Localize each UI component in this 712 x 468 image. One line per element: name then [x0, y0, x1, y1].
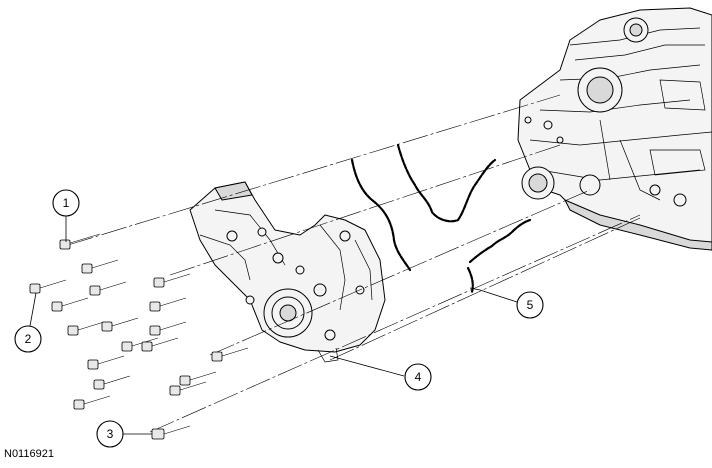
callout-2: 2: [14, 325, 42, 353]
callout-1-number: 1: [63, 196, 70, 210]
callout-leader-lines: [29, 216, 518, 435]
engine-block-illustration: [517, 7, 712, 251]
bolt: [73, 395, 111, 410]
bolt: [89, 281, 127, 296]
callout-4-number: 4: [415, 370, 422, 384]
callout-3-number: 3: [107, 427, 114, 441]
bolt: [87, 355, 125, 370]
bolt: [179, 371, 217, 386]
bolt: [29, 279, 67, 294]
bolt: [67, 321, 105, 336]
bolt: [169, 381, 207, 396]
bolt: [101, 317, 139, 332]
bolt: [149, 321, 187, 336]
bolt: [141, 337, 179, 352]
callout-2-number: 2: [25, 332, 32, 346]
callout-1: 1: [52, 189, 80, 217]
bolt: [149, 297, 187, 312]
bolt: [81, 259, 119, 274]
bolt: [151, 425, 191, 440]
bolt: [153, 273, 191, 288]
alignment-lines: [67, 94, 641, 433]
callout-3: 3: [96, 420, 124, 448]
callout-4: 4: [404, 363, 432, 391]
bolt: [59, 233, 101, 250]
bolt: [211, 347, 249, 362]
bolt: [51, 297, 89, 312]
front-cover-gaskets: [350, 143, 532, 294]
bolt: [121, 337, 159, 352]
engine-front-cover: [189, 181, 386, 363]
bolt: [93, 375, 131, 390]
callout-5: 5: [516, 291, 544, 319]
figure-id-label: N0116921: [4, 448, 54, 460]
callout-5-number: 5: [527, 298, 534, 312]
